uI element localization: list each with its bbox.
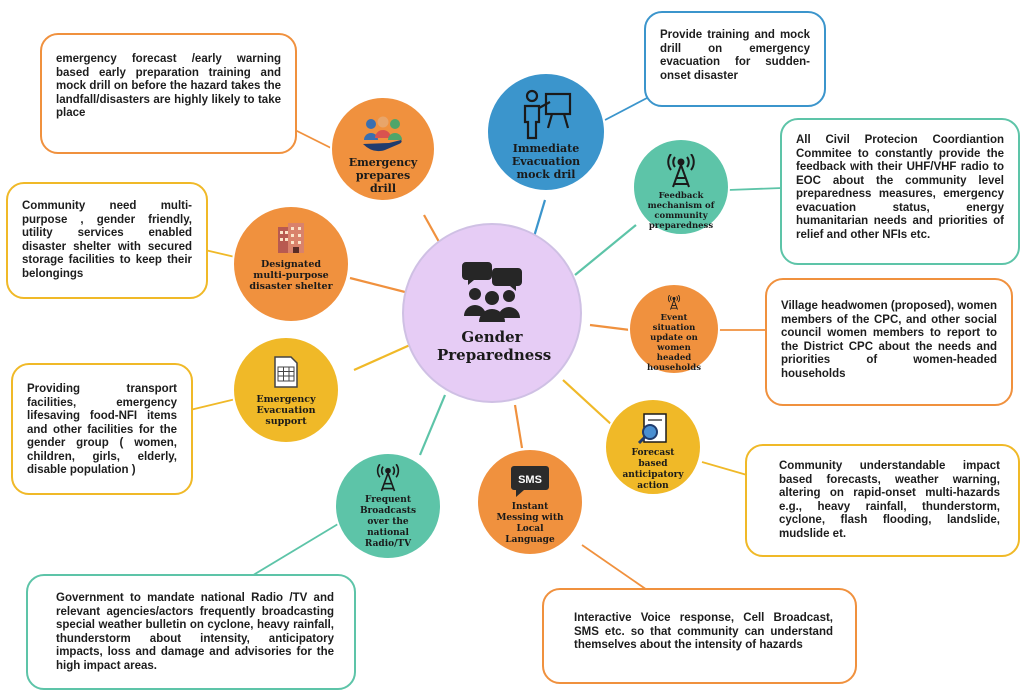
- radio-tower-icon: [667, 295, 681, 310]
- spreadsheet-icon: [274, 356, 298, 388]
- center-node-gender-preparedness: Gender Preparedness: [402, 223, 582, 403]
- node-emergency-evacuation-support: Emergency Evacuation support: [232, 336, 340, 444]
- box-feedback: All Civil Protecion Coordiantion Commite…: [780, 118, 1020, 265]
- node-label: Immediate Evacuation mock dril: [511, 142, 581, 181]
- box-connectors: [189, 97, 783, 593]
- sms-icon-text: SMS: [518, 474, 542, 486]
- node-feedback-mechanism: Feedback mechanism of community prepared…: [632, 138, 730, 236]
- people-hand-icon: [363, 116, 402, 152]
- radio-tower-icon: [667, 154, 695, 188]
- connector-sms-box: [581, 544, 651, 593]
- connector-forecast-box: [701, 461, 748, 476]
- node-immediate-evacuation-mock-drill: Immediate Evacuation mock dril: [486, 72, 606, 192]
- node-designated-shelter: Designated multi-purpose disaster shelte…: [232, 205, 350, 323]
- connector-shelter-box: [204, 249, 236, 258]
- connector-feedback-center: [574, 224, 637, 276]
- connector-evac-center: [353, 343, 411, 372]
- node-label: Feedback mechanism of community prepared…: [647, 191, 715, 231]
- node-label: Designated multi-purpose disaster shelte…: [249, 259, 333, 292]
- node-frequent-broadcasts: Frequent Broadcasts over the national Ra…: [334, 452, 442, 560]
- node-emergency-prepares-drill: Emergency prepares drill: [330, 96, 436, 202]
- connector-shelter-center: [349, 276, 406, 294]
- connector-broadcast-center: [418, 394, 447, 456]
- box-mock: Provide training and mock drill on emerg…: [644, 11, 826, 107]
- node-forecast-based-action: Forecast based anticipatory action: [604, 398, 702, 496]
- connector-sms-center: [513, 404, 524, 449]
- box-sms: Interactive Voice response, Cell Broadca…: [542, 588, 857, 684]
- group-discussion-icon: [462, 262, 522, 322]
- sms-bubble-icon: SMS: [511, 466, 549, 497]
- building-icon: [278, 223, 304, 253]
- node-label: Event situation update on women headed h…: [646, 313, 702, 373]
- connector-broadcast-box: [249, 517, 349, 578]
- node-label: Emergency prepares drill: [348, 156, 418, 195]
- box-event: Village headwomen (proposed), women memb…: [765, 278, 1013, 406]
- connector-evac-box: [189, 397, 241, 411]
- radio-tower-icon: [376, 464, 400, 492]
- connector-mock-box: [604, 97, 648, 121]
- connector-event-center: [589, 323, 631, 332]
- node-label: Frequent Broadcasts over the national Ra…: [359, 495, 417, 549]
- presenter-board-icon: [523, 89, 572, 140]
- connector-feedback-box: [727, 187, 783, 191]
- connector-drill-box: [294, 129, 336, 151]
- center-title: Gender Preparedness: [437, 328, 552, 364]
- document-magnifier-icon: [637, 413, 667, 445]
- connector-forecast-center: [562, 379, 613, 426]
- box-forecast: Community understandable impact based fo…: [745, 444, 1020, 557]
- box-broadcast: Government to mandate national Radio /TV…: [26, 574, 356, 690]
- box-evac: Providing transport facilities, emergenc…: [11, 363, 193, 495]
- node-label: Forecast based anticipatory action: [622, 448, 684, 491]
- center-connectors: [349, 199, 637, 456]
- node-label: Instant Messing with Local Language: [496, 502, 564, 545]
- node-event-situation-update: Event situation update on women headed h…: [628, 283, 720, 375]
- node-label: Emergency Evacuation support: [256, 394, 316, 427]
- node-instant-messaging: SMS Instant Messing with Local Language: [476, 448, 584, 556]
- box-shelter: Community need multi-purpose , gender fr…: [6, 182, 208, 299]
- box-drill: emergency forecast /early warning based …: [40, 33, 297, 154]
